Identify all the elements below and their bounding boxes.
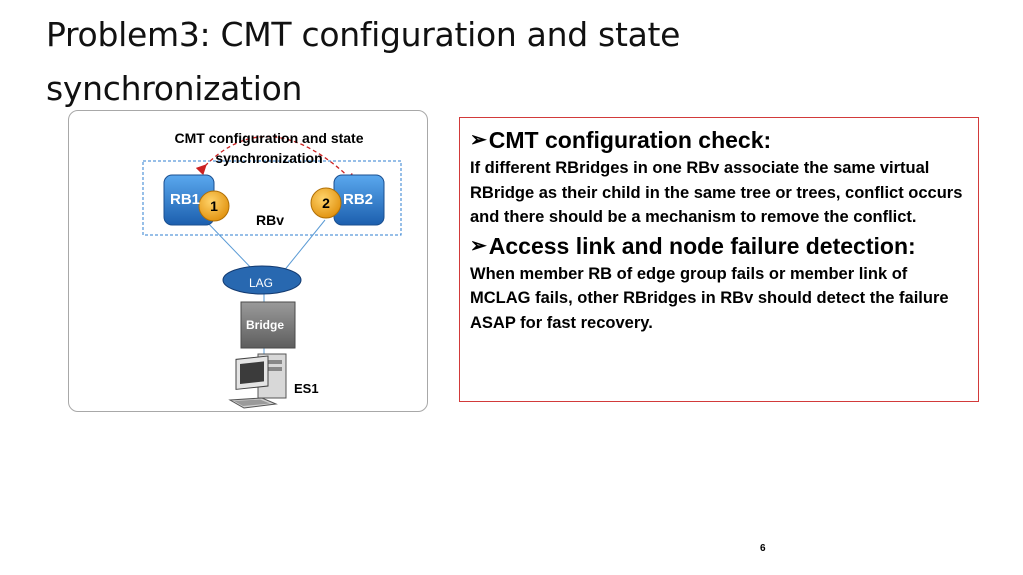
badge-1 [198, 190, 230, 222]
arrow-bullet-icon: ➢ [470, 129, 487, 151]
section2-heading: ➢ Access link and node failure detection… [470, 230, 970, 262]
badge-2 [310, 187, 342, 219]
rbv-group-outline [142, 160, 402, 236]
arrow-bullet-icon: ➢ [470, 234, 487, 257]
lag-label: LAG [249, 276, 274, 290]
es1-label: ES1 [294, 381, 319, 396]
diagram-frame [68, 110, 428, 412]
link-rb1-lag [204, 219, 256, 273]
badge-2-number: 2 [322, 195, 330, 211]
rb1-label: RB1 [170, 191, 201, 208]
diagram-caption: CMT configuration and state synchronizat… [174, 130, 364, 166]
section2-body: When member RB of edge group fails or me… [470, 264, 949, 332]
lag-ellipse [222, 265, 302, 295]
problem-textbox: ➢ CMT configuration check: If different … [459, 117, 979, 402]
link-rb2-lag [282, 219, 326, 273]
sync-arc [195, 135, 356, 184]
rb2-label: RB2 [343, 191, 374, 208]
section1-heading-text: CMT configuration check: [488, 127, 772, 153]
bridge-node [240, 301, 296, 349]
page-number: 6 [760, 543, 766, 554]
section2-heading-text: Access link and node failure detection: [488, 232, 916, 259]
badge-1-number: 1 [210, 198, 218, 214]
section1-body: If different RBridges in one RBv associa… [470, 159, 963, 226]
rbv-label: RBv [256, 212, 285, 228]
bridge-label: Bridge [246, 318, 285, 332]
computer-icon [228, 353, 287, 409]
section1-heading: ➢ CMT configuration check: [470, 124, 970, 156]
slide-title: Problem3: CMT configuration and state sy… [46, 15, 681, 108]
